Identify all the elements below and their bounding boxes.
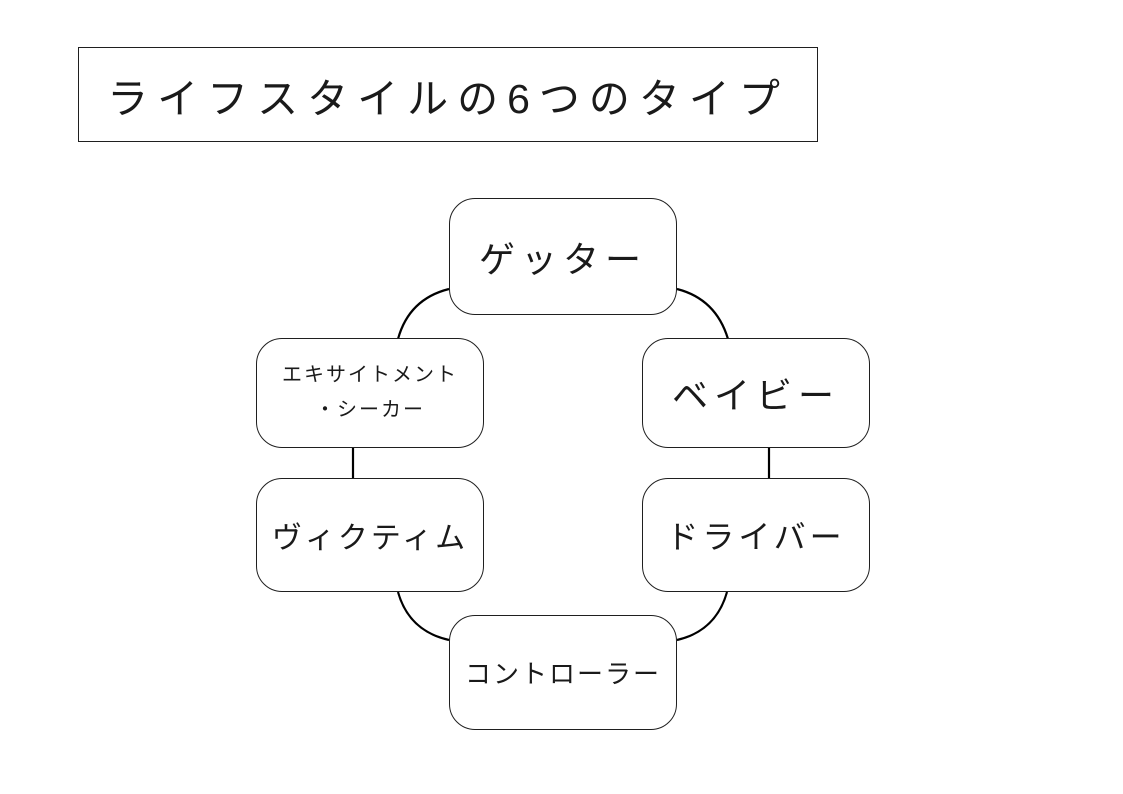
node-baby: ベイビー <box>642 338 870 448</box>
node-excitement-seeker: エキサイトメント ・シーカー <box>256 338 484 448</box>
node-excitement-seeker-line1: エキサイトメント <box>282 364 458 386</box>
node-victim-label: ヴィクティム <box>271 522 469 555</box>
connector-getter-baby <box>676 287 730 340</box>
node-excitement-seeker-line2: ・シーカー <box>315 399 425 421</box>
node-controller: コントローラー <box>449 615 677 730</box>
node-victim: ヴィクティム <box>256 478 484 592</box>
node-getter-label: ゲッター <box>478 238 647 280</box>
connector-driver-controller <box>676 591 729 642</box>
node-controller-label: コントローラー <box>464 659 661 689</box>
connector-controller-victim <box>396 591 450 642</box>
node-getter: ゲッター <box>449 198 677 315</box>
connector-excitement-getter <box>396 287 450 340</box>
node-driver-label: ドライバー <box>666 519 846 555</box>
diagram-title: ライフスタイルの6つのタイプ <box>107 75 789 122</box>
node-baby-label: ベイビー <box>671 375 840 416</box>
node-driver: ドライバー <box>642 478 870 592</box>
diagram-title-box: ライフスタイルの6つのタイプ <box>78 47 818 142</box>
